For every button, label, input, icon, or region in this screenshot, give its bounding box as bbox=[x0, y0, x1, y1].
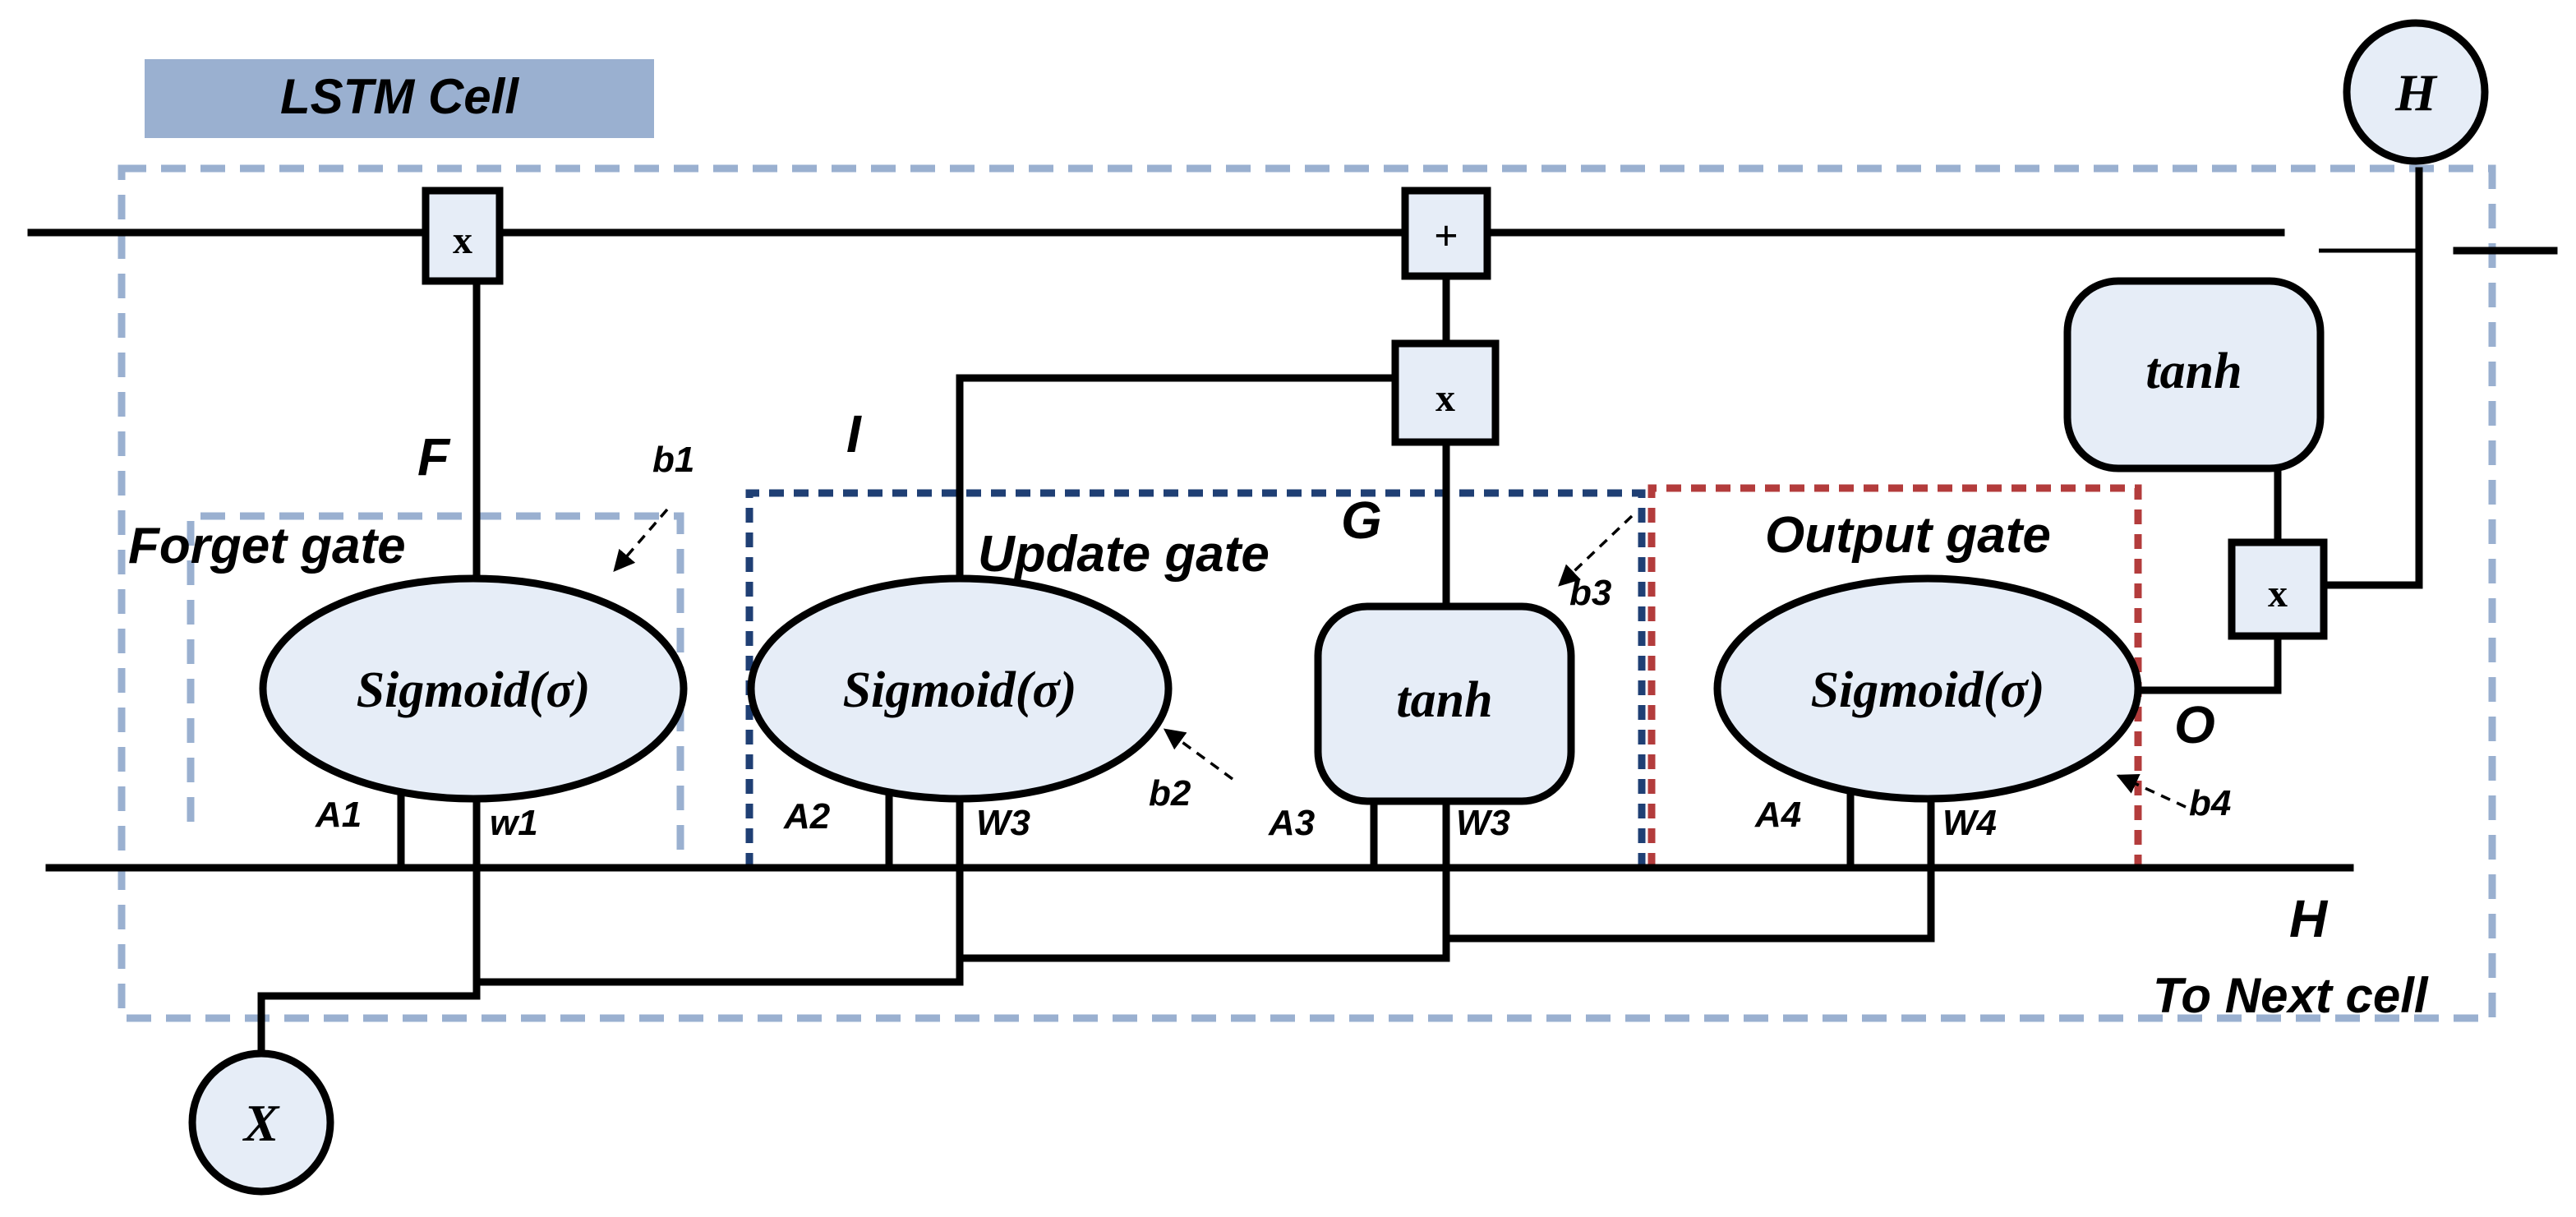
update-input-w: W3 bbox=[976, 803, 1030, 843]
hidden-out-caption: To Next cell bbox=[2153, 968, 2429, 1023]
update-sigmoid-label: Sigmoid(σ) bbox=[843, 662, 1077, 718]
hidden-out-symbol: H bbox=[2289, 889, 2329, 948]
output-sigmoid-label: Sigmoid(σ) bbox=[1811, 662, 2045, 718]
bias-b1-arrow bbox=[613, 508, 669, 572]
output-multiply-op: x bbox=[2228, 538, 2328, 640]
input-to-candidate-wire bbox=[956, 864, 1450, 962]
bias-b1: b1 bbox=[652, 440, 694, 480]
update-multiply-op: x bbox=[1391, 339, 1500, 446]
forget-sigmoid-label: Sigmoid(σ) bbox=[357, 662, 591, 718]
bias-b3: b3 bbox=[1569, 573, 1611, 613]
bias-b2: b2 bbox=[1149, 773, 1191, 814]
title-bar bbox=[145, 59, 654, 138]
input-to-output-wire bbox=[1442, 864, 1935, 943]
forget-gate-label: Forget gate bbox=[128, 518, 406, 574]
bias-b4: b4 bbox=[2189, 783, 2231, 823]
bias-b2-arrow bbox=[1163, 728, 1234, 781]
update-signal-wire bbox=[956, 374, 1399, 584]
update-sigmoid: Sigmoid(σ) bbox=[747, 574, 1173, 803]
candidate-input-w: W3 bbox=[1456, 803, 1510, 843]
cell-add-symbol: + bbox=[1434, 213, 1459, 260]
output-signal-o: O bbox=[2174, 695, 2215, 754]
cell-boundary bbox=[118, 164, 2496, 1022]
update-input-a: A2 bbox=[783, 796, 831, 837]
output-h-node: H bbox=[2343, 19, 2489, 165]
candidate-tanh-label: tanh bbox=[1396, 672, 1492, 728]
candidate-signal-g: G bbox=[1341, 491, 1382, 550]
cell-add-op: + bbox=[1401, 187, 1491, 280]
input-to-update-wire bbox=[472, 864, 964, 986]
forget-sigmoid: Sigmoid(σ) bbox=[259, 574, 688, 803]
output-h-label: H bbox=[2394, 63, 2438, 122]
forget-multiply-op: x bbox=[422, 187, 504, 285]
cell-tanh: tanh bbox=[2063, 277, 2325, 473]
output-multiply-symbol: x bbox=[2268, 572, 2288, 615]
output-gate-label: Output gate bbox=[1765, 507, 2051, 564]
forget-input-a: A1 bbox=[315, 795, 362, 835]
input-x-wire bbox=[257, 864, 481, 1056]
forget-signal-f: F bbox=[417, 427, 451, 486]
output-sigmoid: Sigmoid(σ) bbox=[1713, 574, 2142, 803]
title-banner: LSTM Cell bbox=[145, 59, 654, 138]
forget-input-w: w1 bbox=[490, 803, 538, 843]
update-multiply-symbol: x bbox=[1435, 376, 1455, 420]
output-input-w: W4 bbox=[1942, 803, 1997, 843]
update-gate-label: Update gate bbox=[978, 526, 1270, 583]
update-signal-i: I bbox=[846, 404, 862, 463]
output-signal-wire bbox=[2134, 632, 2282, 694]
cell-tanh-label: tanh bbox=[2145, 343, 2242, 399]
output-gate-region bbox=[1647, 484, 2142, 868]
output-h-wire bbox=[2320, 167, 2423, 589]
candidate-tanh: tanh bbox=[1314, 602, 1575, 805]
forget-multiply-symbol: x bbox=[453, 219, 472, 262]
input-x-label: X bbox=[242, 1094, 280, 1152]
input-x-node: X bbox=[188, 1049, 334, 1196]
title-text: LSTM Cell bbox=[280, 69, 519, 124]
bias-b4-arrow bbox=[2116, 774, 2187, 809]
output-input-a: A4 bbox=[1754, 795, 1801, 835]
candidate-input-a: A3 bbox=[1268, 803, 1315, 843]
